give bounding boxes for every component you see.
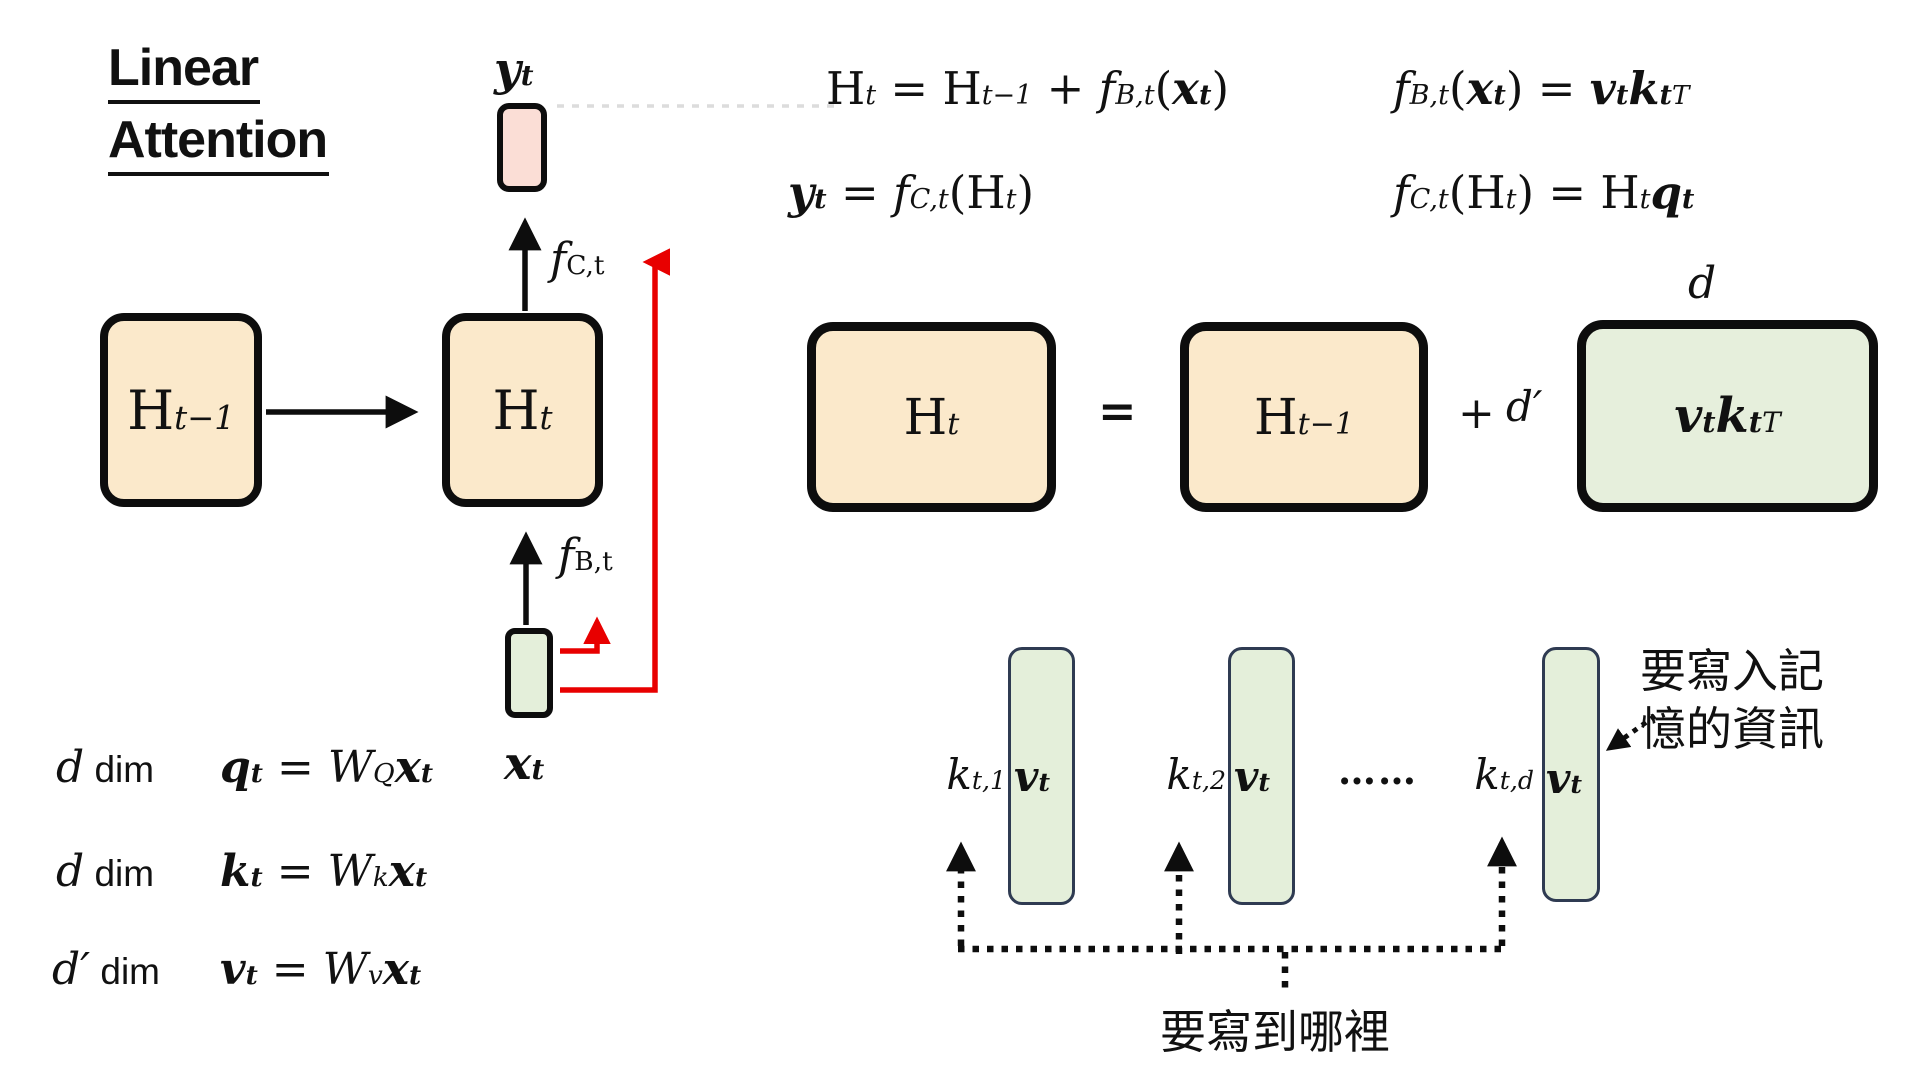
red-path-xt-to-fbt <box>560 616 611 654</box>
yt-label: yt <box>494 42 534 96</box>
dim-eq-q: qt = WQxt <box>220 742 434 793</box>
h-t-box: Ht <box>442 313 603 507</box>
vt-bar-d <box>1542 647 1600 902</box>
dim-row-k: d dim kt = Wkxt <box>56 846 427 897</box>
dim-row-v: d′ dim vt = Wvxt <box>52 944 421 995</box>
dim-label-q: d dim <box>56 742 154 793</box>
equation-fb-def: fB,t(xt) = vtktT <box>1393 62 1690 115</box>
equation-fc-def: fC,t(Ht) = Htqt <box>1393 166 1695 219</box>
matrix-ht-label: Ht <box>903 388 960 446</box>
dim-row-q: d dim qt = WQxt <box>56 742 433 793</box>
note-write-value-line2: 憶的資訊 <box>1640 703 1824 755</box>
title-line-1: Linear <box>108 42 261 104</box>
matrix-d-label: d <box>1688 258 1717 309</box>
matrix-hprev-box: Ht−1 <box>1180 322 1428 512</box>
ellipsis-dots: …… <box>1338 748 1418 793</box>
dim-eq-k: kt = Wkxt <box>220 846 428 897</box>
k-td-label: kt,d <box>1474 750 1534 799</box>
dim-label-k: d dim <box>56 846 154 897</box>
note-write-location: 要寫到哪裡 <box>1160 1006 1390 1058</box>
xt-label: xt <box>504 736 545 790</box>
h-t-box-label: Ht <box>492 378 553 442</box>
fct-label: fC,t <box>550 234 605 285</box>
matrix-hprev-label: Ht−1 <box>1254 388 1354 446</box>
matrix-vkt-label: vtktT <box>1674 388 1781 444</box>
vt-label-d: vt <box>1546 754 1583 803</box>
h-prev-box-label: Ht−1 <box>127 378 235 442</box>
fbt-label: fB,t <box>558 530 613 581</box>
h-prev-box: Ht−1 <box>100 313 262 507</box>
red-path-xt-to-fct <box>560 248 670 693</box>
k-t2-label: kt,2 <box>1166 750 1226 799</box>
vt-bar-1 <box>1008 647 1075 905</box>
matrix-plus: + <box>1458 388 1495 439</box>
matrix-ht-box: Ht <box>807 322 1056 512</box>
note-write-value: 要寫入記 憶的資訊 <box>1640 642 1824 758</box>
matrix-vkt-box: vtktT <box>1577 320 1878 512</box>
note-write-value-line1: 要寫入記 <box>1640 645 1824 697</box>
xt-input-box <box>505 628 553 718</box>
vt-label-2: vt <box>1234 752 1271 801</box>
vt-label-1: vt <box>1014 752 1051 801</box>
vt-bar-2 <box>1228 647 1295 905</box>
k-t1-label: kt,1 <box>946 750 1006 799</box>
dim-label-v: d′ dim <box>52 944 160 995</box>
matrix-equals: = <box>1098 384 1137 438</box>
title-line-2: Attention <box>108 114 330 176</box>
equation-output: yt = fC,t(Ht) <box>788 166 1034 219</box>
matrix-dprime-label: d′ <box>1506 382 1543 431</box>
yt-output-box <box>497 103 547 192</box>
equation-update: Ht = Ht−1 + fB,t(xt) <box>826 62 1230 115</box>
dim-eq-v: vt = Wvxt <box>220 944 422 995</box>
slide-title: Linear Attention <box>108 42 330 186</box>
dotted-arrow-note-to-bar <box>1605 713 1657 751</box>
